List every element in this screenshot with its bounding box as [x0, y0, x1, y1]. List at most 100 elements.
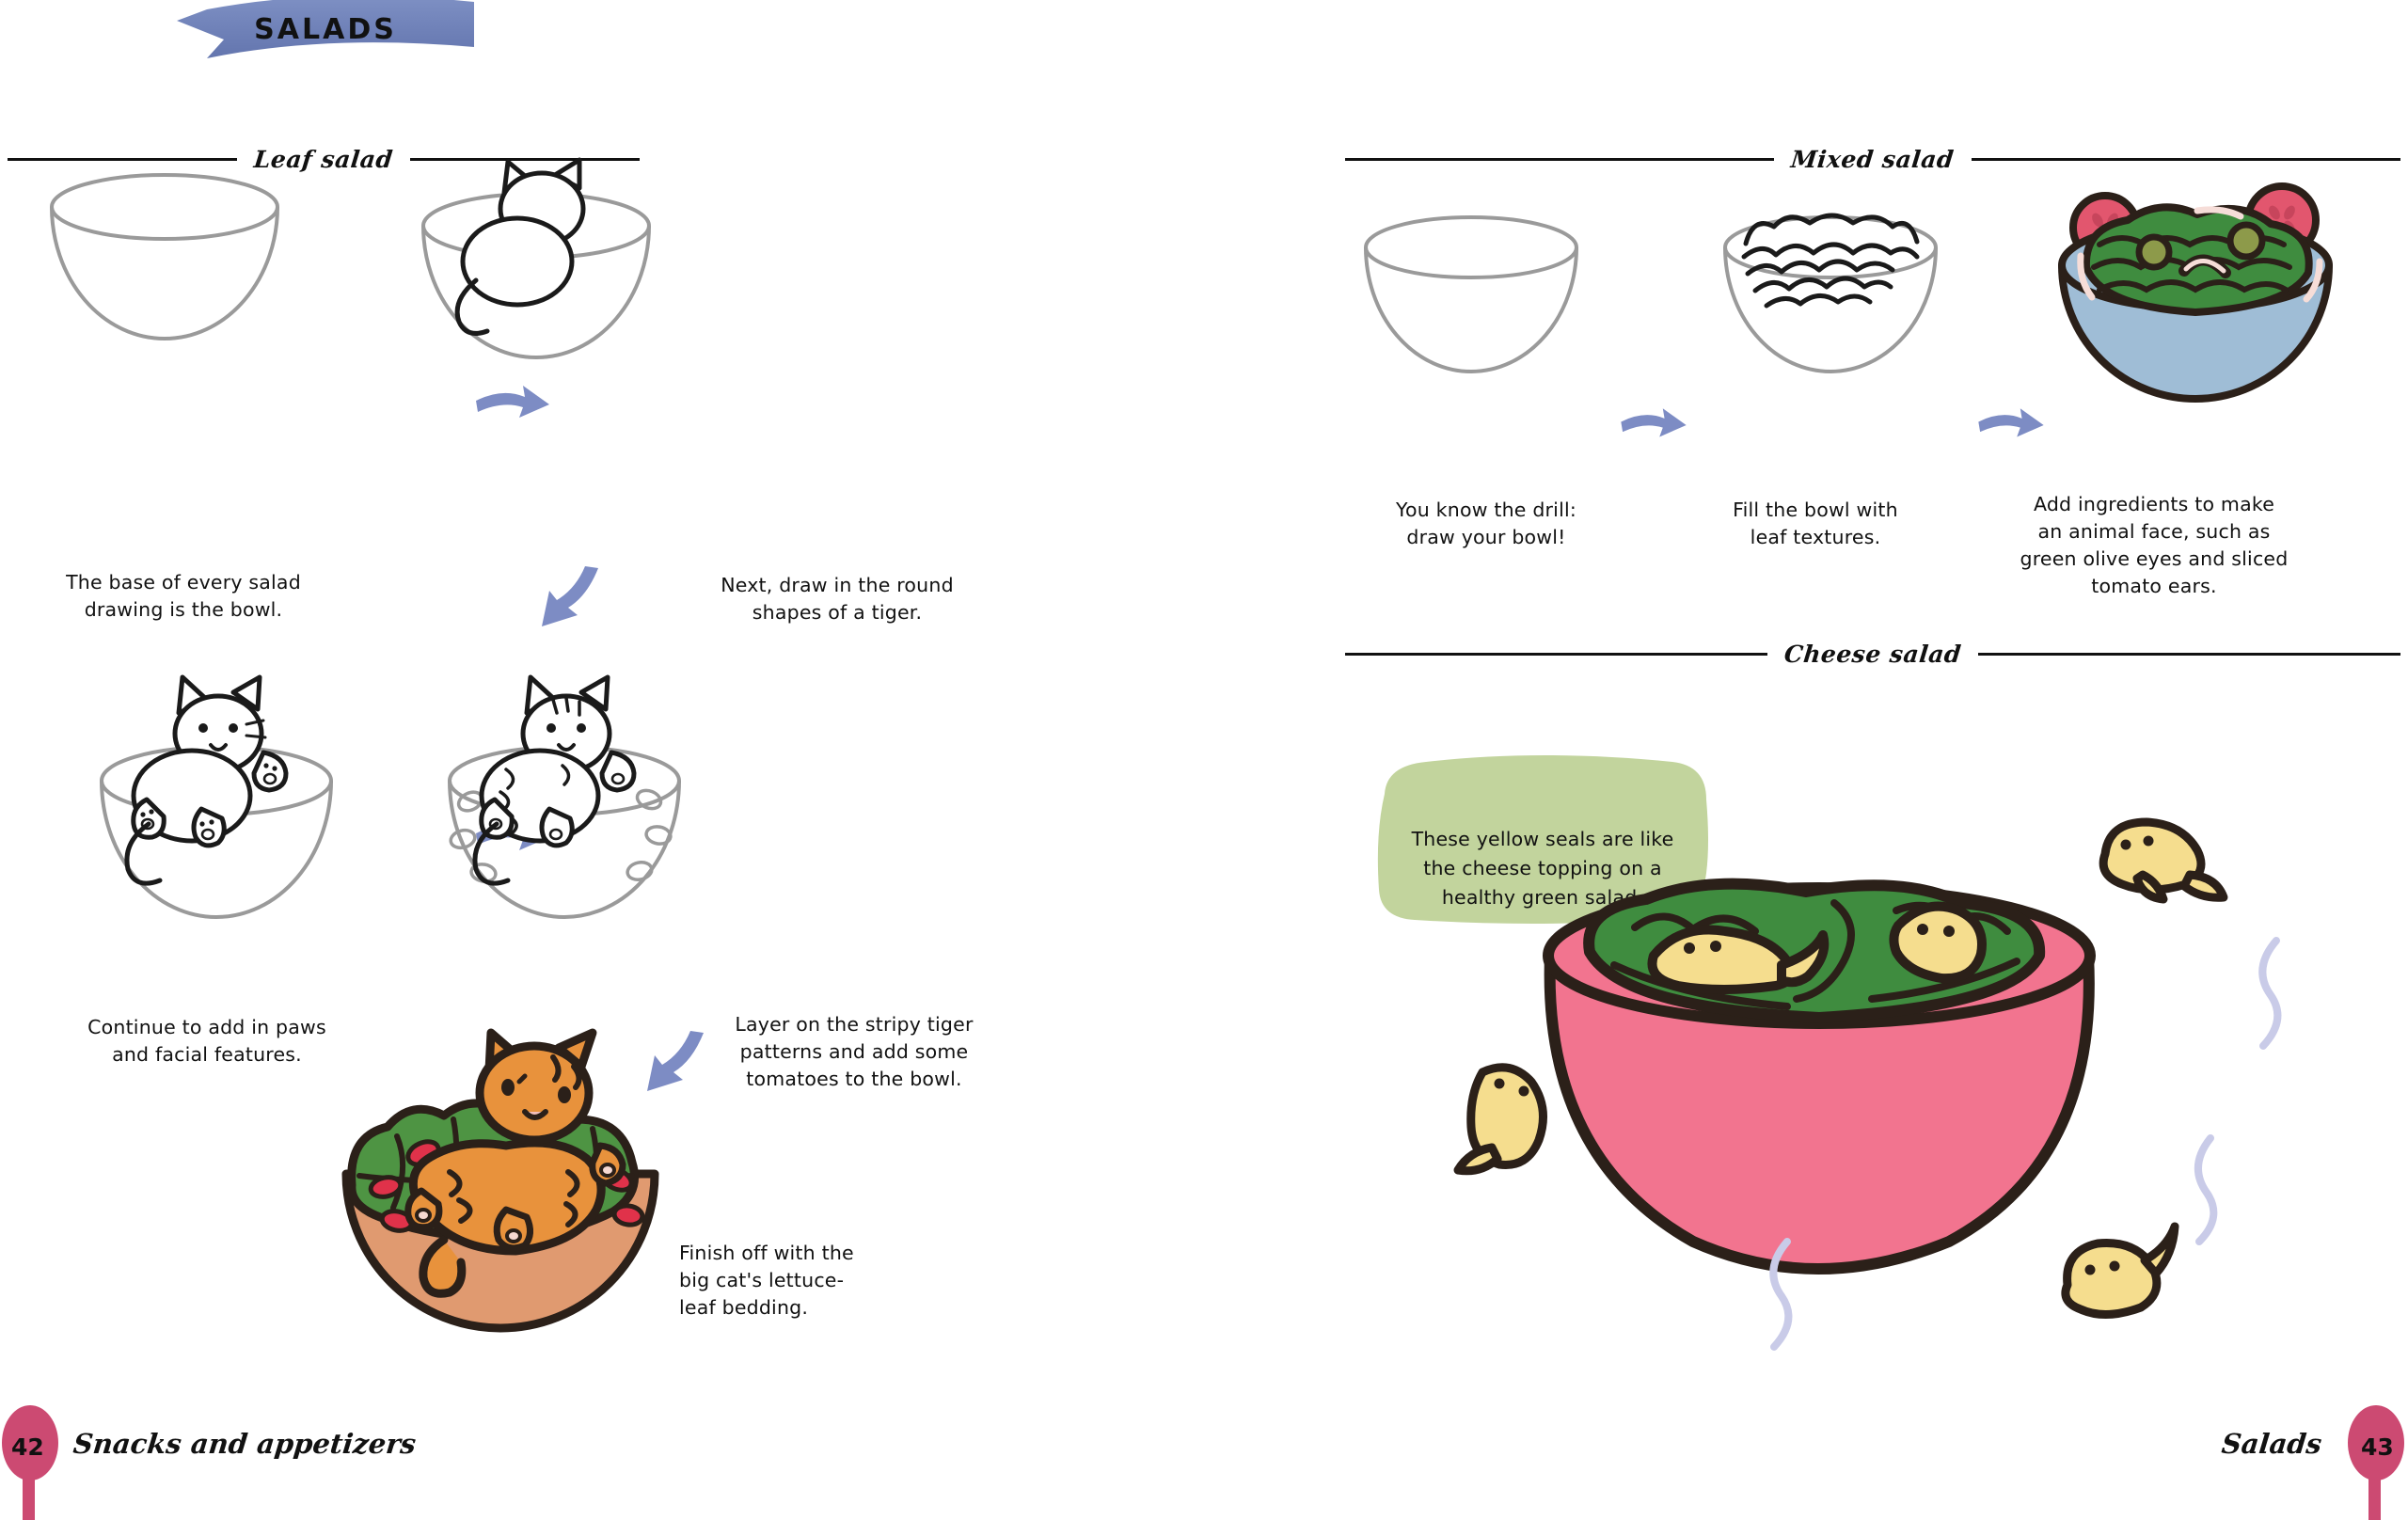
spoon-bowl [2348, 1405, 2404, 1480]
spoon-marker-left [2, 1405, 62, 1520]
caption-step-2: Next, draw in the round shapes of a tige… [721, 574, 954, 625]
seal-eye [1494, 1078, 1505, 1089]
arrow-shape [476, 386, 549, 418]
spoon-marker-right [2348, 1405, 2408, 1520]
cat-paws [404, 1142, 626, 1252]
cat-ear-right [578, 674, 610, 712]
seal-in-bowl-right [1889, 901, 1987, 984]
footer-label-right: Salads [2220, 1428, 2323, 1460]
arrow-step2-to-step3 [527, 564, 611, 640]
seal-top-right [2084, 807, 2228, 920]
cat-tail [472, 821, 511, 886]
seal-eye [2120, 839, 2131, 850]
paw-pad-dot [140, 812, 146, 817]
header-rule-right [409, 157, 640, 161]
bowl-body [1723, 246, 1938, 373]
head-stripes [551, 696, 581, 717]
illustration-mixed-step-2-leaf-texture [1721, 212, 1940, 390]
seal-tail [2140, 1222, 2179, 1278]
spoon-bowl [2, 1405, 58, 1480]
bowl-rim [50, 173, 279, 241]
section-title-cheese-salad: Cheese salad [1782, 640, 1963, 668]
bubble-shape [1377, 755, 1708, 924]
arrow-shape [1978, 408, 2044, 437]
cat-tail [454, 277, 490, 336]
seal-in-bowl-left [1647, 925, 1830, 994]
caption-step-1: The base of every salad drawing is the b… [66, 571, 301, 622]
header-rule-right [1971, 157, 2400, 161]
illustration-step-2-round-shapes [414, 157, 658, 376]
illustration-mixed-step-1-empty-bowl [1362, 212, 1580, 390]
banner-title: SALADS [254, 12, 397, 46]
leaf-texture-lines [1741, 213, 1920, 309]
bowl-rim [1364, 215, 1578, 279]
cat-body-circle [460, 215, 575, 308]
cat-paw-upper-right [251, 750, 289, 793]
illustration-step-4-stripes-tomatoes [421, 668, 704, 988]
seal-body [2099, 817, 2206, 895]
cat-head [475, 1041, 594, 1145]
frog-mouth-highlight [2183, 259, 2226, 274]
illustration-final-colored-cat-salad [331, 1025, 670, 1354]
header-rule-left [8, 157, 238, 161]
cat-whisker-1 [245, 719, 265, 726]
paw-pad-dot [209, 819, 214, 825]
seal-tail [2179, 870, 2228, 902]
arrow-shape [1621, 408, 1687, 437]
bowl-body [100, 780, 333, 919]
section-title-mixed-salad: Mixed salad [1789, 145, 1956, 173]
note-bubble-cheese-salad [1371, 752, 1716, 927]
paw-pad [610, 772, 626, 785]
seal-eye [1710, 941, 1721, 952]
cat-ear-right [230, 674, 262, 712]
paw-pad-dot [272, 766, 277, 771]
page-number-left: 42 [11, 1433, 44, 1461]
paw-pad-dot [149, 809, 154, 815]
cat-eye-right [577, 723, 586, 733]
header-rule-right [1978, 652, 2400, 656]
header-rule-left [1345, 157, 1775, 161]
seal-flipper [2132, 870, 2168, 904]
cat-paw-center [539, 806, 575, 848]
salads-banner: SALADS [175, 0, 476, 75]
cat-mouth [209, 743, 228, 752]
arrow-shape [542, 566, 598, 626]
cat-eye-right [229, 723, 238, 733]
bowl-pink-body [1544, 950, 2095, 1275]
seal-bottom-right [2043, 1222, 2179, 1336]
seal-eye [1943, 926, 1955, 937]
cat-mouth [557, 743, 576, 752]
cat-whisker-2 [245, 734, 267, 739]
squiggle [2194, 1134, 2218, 1245]
cat-eye-left [198, 723, 208, 733]
seal-eye [1518, 1085, 1529, 1097]
seal-eye [2084, 1264, 2096, 1275]
seal-body [1889, 901, 1987, 984]
squiggle [2258, 937, 2282, 1050]
spoon-handle [2368, 1473, 2381, 1520]
seal-eye [1917, 924, 1928, 935]
caption-mixed-step-1: You know the drill: draw your bowl! [1396, 499, 1576, 549]
seal-tail [1777, 930, 1830, 988]
cat-paw-center [191, 806, 227, 848]
page-number-right: 43 [2361, 1433, 2394, 1461]
arrow-shape [647, 1031, 704, 1091]
caption-mixed-step-3: Add ingredients to make an animal face, … [2020, 493, 2289, 598]
header-rule-left [1345, 652, 1767, 656]
illustration-mixed-step-3-frog-salad [2047, 182, 2344, 403]
paw-pad [262, 772, 277, 785]
seal-tail [1453, 1143, 1502, 1176]
section-header-cheese-salad: Cheese salad [1345, 638, 2400, 670]
olive-eye-right [2226, 221, 2266, 261]
caption-step-4: Layer on the stripy tiger patterns and a… [735, 1013, 974, 1091]
cat-tail [419, 1235, 467, 1298]
bowl-body [1364, 246, 1578, 373]
footer-label-left: Snacks and appetizers [71, 1428, 418, 1460]
seal-eye [2143, 835, 2154, 847]
illustration-cheese-salad-seal-bowl [1524, 875, 2126, 1364]
cat-tail [124, 821, 163, 886]
water-squiggles [1430, 922, 2295, 1354]
seal-body [2061, 1239, 2162, 1320]
section-header-mixed-salad: Mixed salad [1345, 143, 2400, 175]
